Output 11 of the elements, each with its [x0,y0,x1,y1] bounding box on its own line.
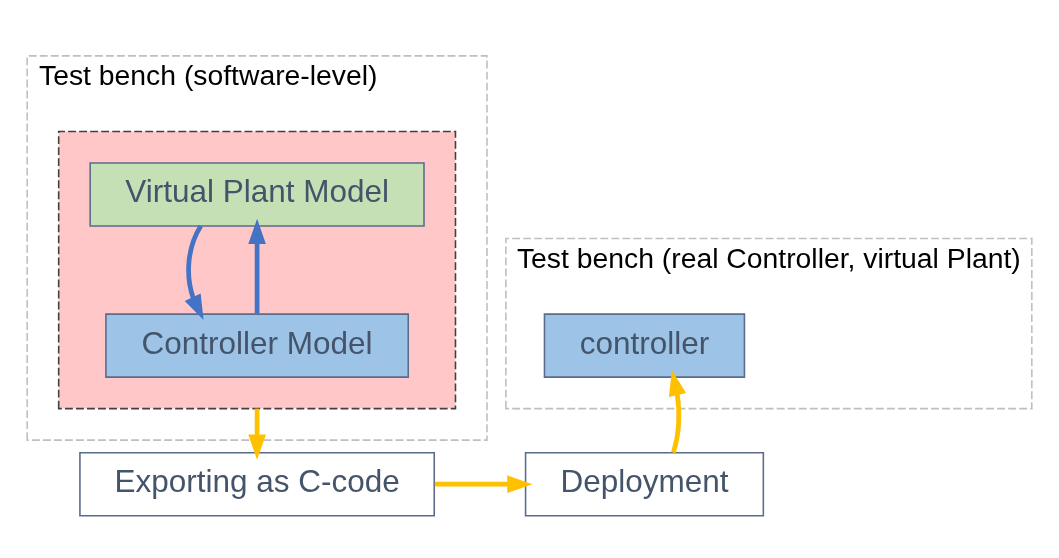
node-box: controller [543,312,746,378]
arrow [184,224,204,320]
node-box: Virtual Plant Model [89,161,425,227]
node-box: Controller Model [105,312,410,378]
arrow [434,474,533,493]
node-box: Deployment [524,451,765,516]
arrow [248,218,266,314]
node-box: Exporting as C-code [79,451,435,516]
arrow [668,369,687,453]
arrow [248,408,266,460]
cluster [57,130,457,409]
